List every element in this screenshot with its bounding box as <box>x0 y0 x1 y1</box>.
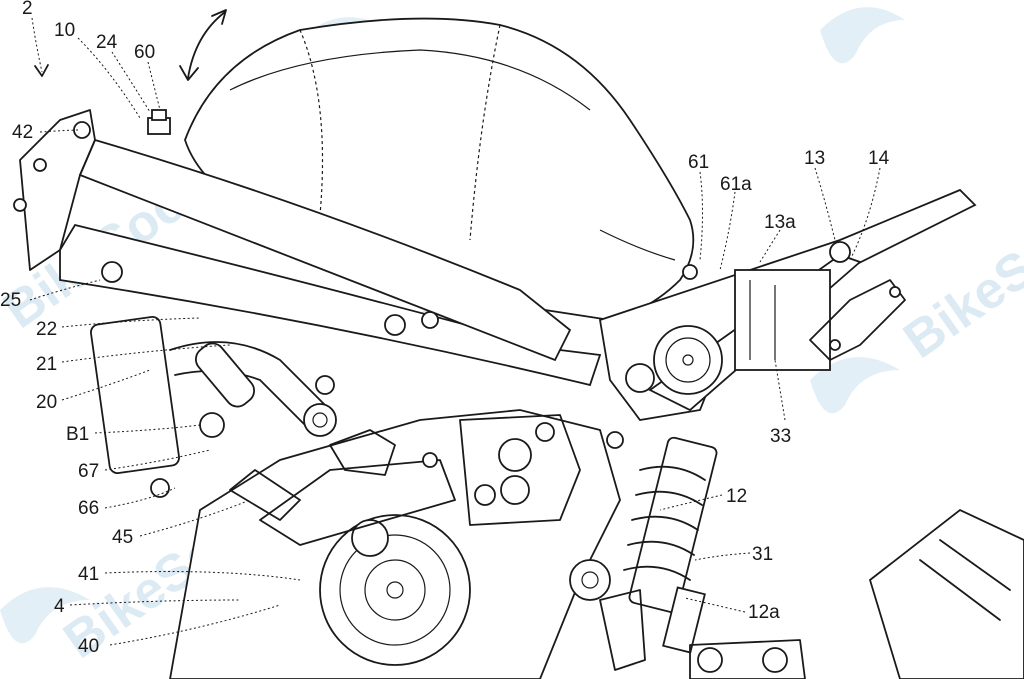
watermark-logo-top <box>820 7 905 64</box>
footpeg-bracket <box>599 508 1024 679</box>
label-13a: 13a <box>764 212 796 233</box>
label-22: 22 <box>36 319 57 340</box>
label-40: 40 <box>78 636 99 657</box>
engine <box>169 311 624 679</box>
label-4: 4 <box>54 596 65 617</box>
label-42: 42 <box>12 122 33 143</box>
watermark-logo-left <box>0 587 90 644</box>
label-25: 25 <box>0 290 21 311</box>
intake-assembly <box>90 315 396 521</box>
label-67: 67 <box>78 461 99 482</box>
rear-subframe <box>598 188 977 421</box>
label-10: 10 <box>54 20 75 41</box>
leader-lines <box>29 37 881 646</box>
label-33: 33 <box>770 426 791 447</box>
label-B1: B1 <box>66 424 89 445</box>
label-61a: 61a <box>720 174 752 195</box>
label-2: 2 <box>22 0 33 19</box>
label-24: 24 <box>96 32 118 53</box>
label-12a: 12a <box>748 602 780 623</box>
label-66: 66 <box>78 498 99 519</box>
label-61: 61 <box>688 152 709 173</box>
label-21: 21 <box>36 354 57 375</box>
rotation-arrow <box>179 9 227 81</box>
label-60: 60 <box>134 42 155 63</box>
label-13: 13 <box>804 148 825 169</box>
label-12: 12 <box>726 486 747 507</box>
watermark-logo-right <box>810 357 900 414</box>
main-frame <box>13 109 602 387</box>
label-31: 31 <box>752 544 773 565</box>
rear-shock <box>623 436 718 654</box>
label-14: 14 <box>868 148 890 169</box>
view-arrow <box>31 17 49 77</box>
label-45: 45 <box>112 527 133 548</box>
label-20: 20 <box>36 392 57 413</box>
label-41: 41 <box>78 564 99 585</box>
fastener-60 <box>147 109 171 135</box>
part-labels: 2 10 24 60 42 25 22 21 20 B1 67 66 45 41… <box>0 0 890 657</box>
